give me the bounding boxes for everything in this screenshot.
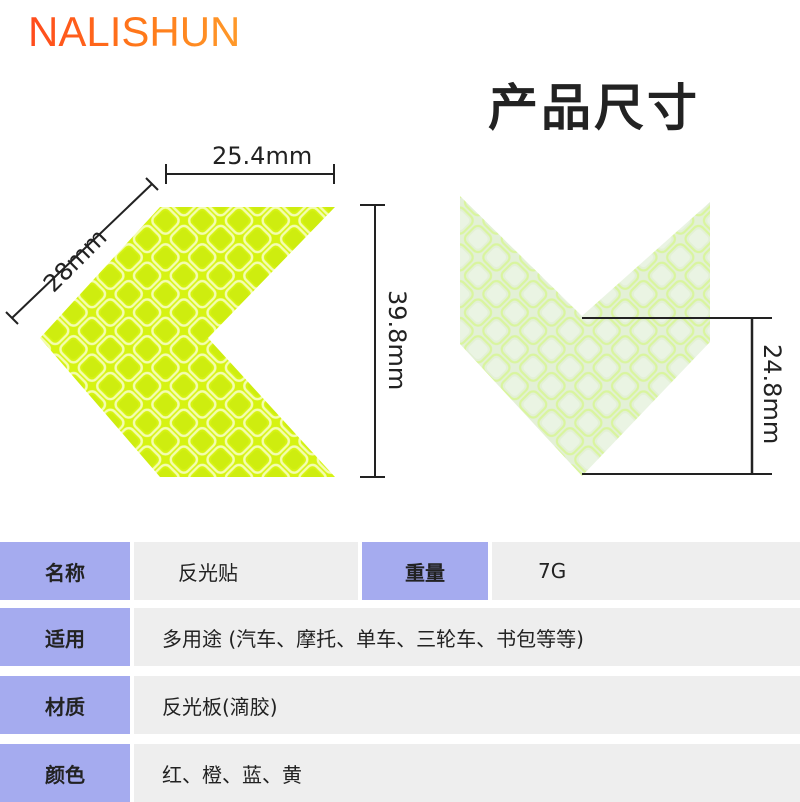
spec-label-material: 材质	[0, 676, 130, 734]
spec-label-use: 适用	[0, 608, 130, 666]
spec-label-name: 名称	[0, 542, 130, 600]
spec-value-weight: 7G	[538, 559, 567, 583]
inner-height-label: 24.8mm	[758, 344, 786, 445]
spec-value-color: 红、橙、蓝、黄	[162, 762, 302, 787]
spec-row-color: 颜色 红、橙、蓝、黄	[0, 744, 800, 802]
spec-value-material: 反光板(滴胶)	[162, 694, 278, 719]
spec-label-color: 颜色	[0, 744, 130, 802]
spec-value-name: 反光贴	[178, 560, 238, 585]
top-width-label: 25.4mm	[212, 142, 313, 170]
right-chevron-sticker	[460, 196, 710, 476]
product-illustration	[5, 164, 772, 478]
page-title: 产品尺寸	[488, 79, 700, 137]
spec-label-weight: 重量	[362, 542, 488, 600]
brand-logo-text: NALISHUN	[28, 8, 241, 55]
spec-row-material: 材质 反光板(滴胶)	[0, 676, 800, 734]
diagonal-dimension-line	[11, 183, 153, 319]
left-chevron-sticker	[40, 207, 335, 477]
spec-row-name: 名称 反光贴 重量 7G	[0, 542, 800, 600]
height-label: 39.8mm	[383, 290, 411, 391]
spec-table: 名称 反光贴 重量 7G 适用 多用途 (汽车、摩托、单车、三轮车、书包等等) …	[0, 542, 800, 802]
spec-value-use: 多用途 (汽车、摩托、单车、三轮车、书包等等)	[162, 626, 584, 651]
spec-row-use: 适用 多用途 (汽车、摩托、单车、三轮车、书包等等)	[0, 608, 800, 666]
